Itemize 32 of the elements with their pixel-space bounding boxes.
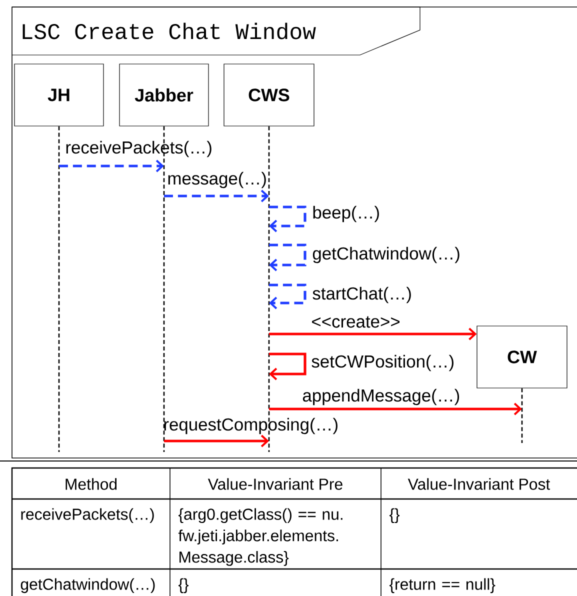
message-label: <<create>> [312,316,400,328]
lifeline-box: CWS [224,64,314,126]
message-label: getChatwindow(…) [312,246,460,264]
lifeline-box: CW [476,326,568,388]
message-label: setCWPosition(…) [312,354,454,372]
lifeline-box: Jabber [119,64,209,126]
message-arrow [164,434,269,448]
message-label: requestComposing(…) [164,418,338,434]
column-header: Method [66,478,117,490]
message-label: startChat(…) [312,286,411,304]
column-header: Value-Invariant Post [408,478,550,490]
table-cell: {arg0.getClass() == nu.fw.jeti.jabber.elements.Message.class} [178,508,342,566]
message-arrow [59,160,164,172]
message-label: appendMessage(…) [302,388,460,406]
title: LSC Create Chat Window [22,22,316,40]
column-header: Value-Invariant Pre [208,478,342,490]
message-arrow [269,402,522,416]
message-arrow [269,244,306,272]
table-cell: receivePackets(…) [21,508,154,524]
lifeline-box: JH [14,64,104,126]
message-arrow [164,190,269,202]
table-cell: {} [178,578,189,594]
message-label: beep(…) [313,206,379,222]
message-arrow [269,352,306,380]
table-cell: getChatwindow(…) [20,578,155,594]
message-label: message(…) [168,172,266,188]
table-cell: {} [389,508,400,524]
message-label: receivePackets(…) [66,140,212,158]
table-cell: {return == null} [389,578,496,594]
message-arrow [269,206,306,232]
message-arrow [269,328,477,340]
message-arrow [269,284,306,310]
